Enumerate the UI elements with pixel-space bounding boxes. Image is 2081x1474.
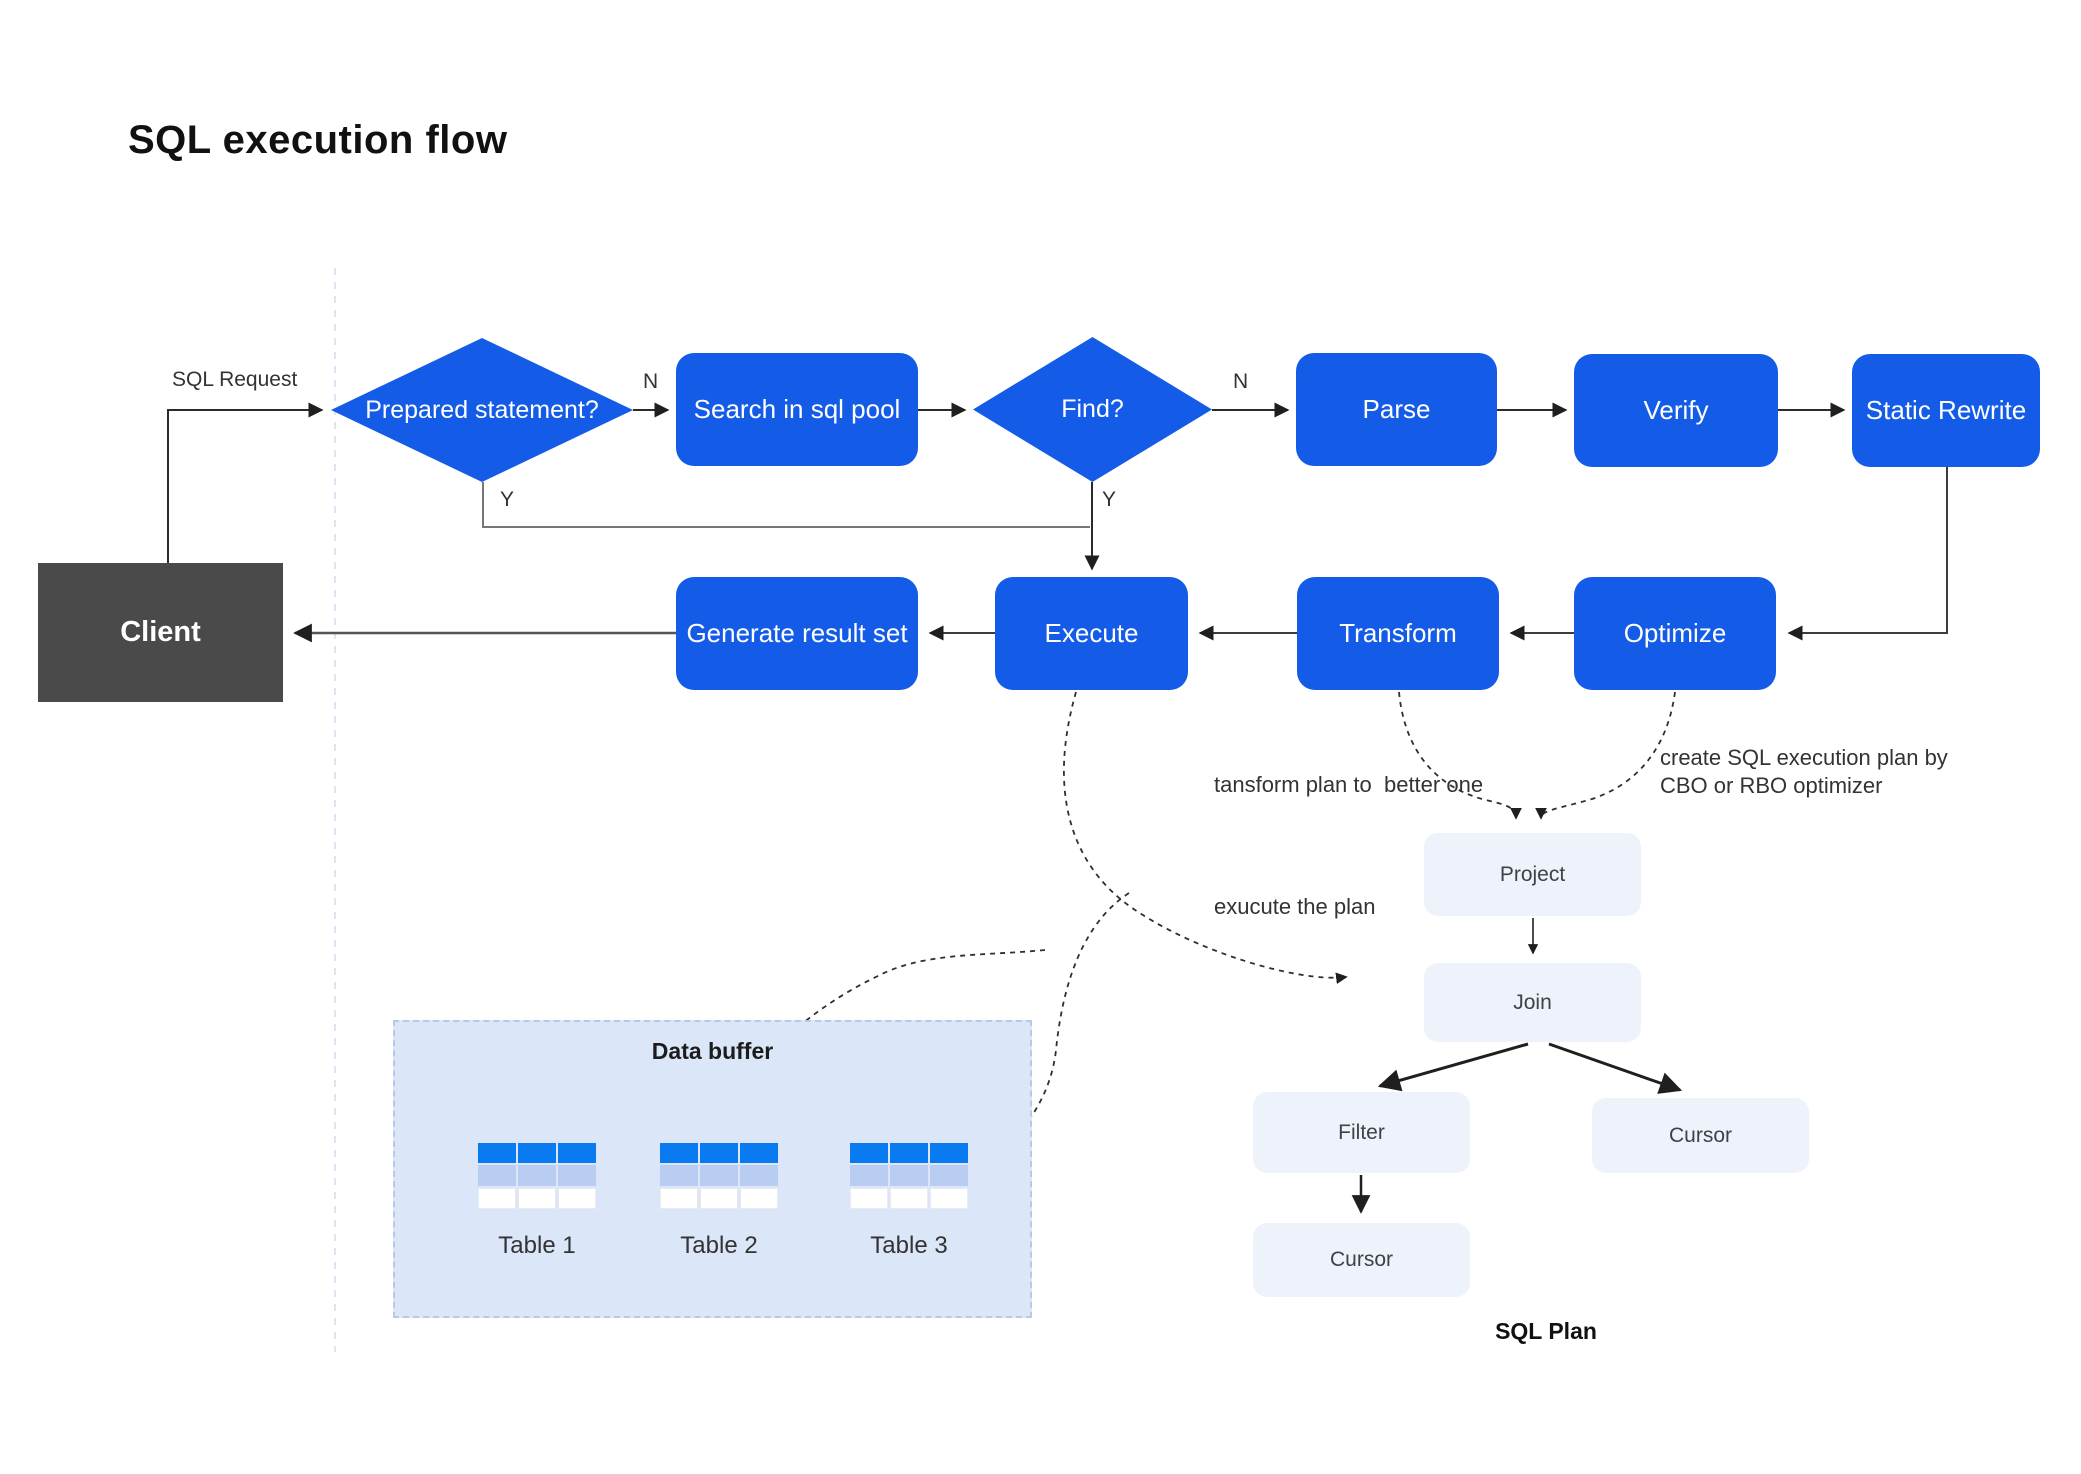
table-cell — [740, 1188, 778, 1209]
plan-node-filter: Filter — [1253, 1092, 1470, 1173]
table-cell — [660, 1165, 698, 1186]
table-cell — [478, 1165, 516, 1186]
table-cell — [558, 1165, 596, 1186]
table-cell — [478, 1188, 516, 1209]
table-cell — [890, 1143, 928, 1163]
table-cell — [740, 1165, 778, 1186]
plan-node-join: Join — [1424, 963, 1641, 1042]
plan-node-project: Project — [1424, 833, 1641, 916]
process-optimize: Optimize — [1574, 577, 1776, 690]
plan-node-cursor-right: Cursor — [1592, 1098, 1809, 1173]
buffer-table-3 — [850, 1143, 968, 1211]
process-transform: Transform — [1297, 577, 1499, 690]
branch-label-y-find: Y — [1102, 488, 1117, 511]
plan-node-cursor-left: Cursor — [1253, 1223, 1470, 1297]
table-cell — [700, 1188, 738, 1209]
data-buffer-title: Data buffer — [651, 1038, 774, 1064]
table-cell — [850, 1188, 888, 1209]
annotation-optimize-note: create SQL execution plan by CBO or RBO … — [1660, 745, 1948, 798]
table-cell — [700, 1143, 738, 1163]
table-cell — [478, 1143, 516, 1163]
branch-label-n-prepared: N — [643, 370, 659, 393]
table-cell — [850, 1165, 888, 1186]
table-cell — [850, 1143, 888, 1163]
process-verify: Verify — [1574, 354, 1778, 467]
sql-plan-title: SQL Plan — [1495, 1318, 1597, 1344]
client-box: Client — [38, 563, 283, 702]
buffer-table-1-label: Table 1 — [498, 1232, 576, 1259]
branch-label-y-prepared: Y — [500, 488, 515, 511]
decision-find: Find? — [973, 337, 1212, 482]
buffer-table-1 — [478, 1143, 596, 1211]
table-cell — [930, 1188, 968, 1209]
table-cell — [890, 1165, 928, 1186]
process-execute: Execute — [995, 577, 1188, 690]
process-static-rewrite: Static Rewrite — [1852, 354, 2040, 467]
branch-label-n-find: N — [1233, 370, 1249, 393]
decision-prepared-statement: Prepared statement? — [331, 338, 633, 482]
table-cell — [518, 1165, 556, 1186]
buffer-table-2 — [660, 1143, 778, 1211]
table-cell — [890, 1188, 928, 1209]
buffer-table-2-label: Table 2 — [680, 1232, 758, 1259]
process-generate-result-set: Generate result set — [676, 577, 918, 690]
table-cell — [740, 1143, 778, 1163]
table-cell — [660, 1143, 698, 1163]
table-cell — [558, 1188, 596, 1209]
table-cell — [518, 1188, 556, 1209]
table-cell — [930, 1165, 968, 1186]
table-cell — [558, 1143, 596, 1163]
page-title: SQL execution flow — [128, 118, 508, 162]
annotation-execute-note: exucute the plan — [1214, 894, 1376, 919]
annotation-transform-note: tansform plan to better one — [1214, 772, 1484, 797]
table-cell — [518, 1143, 556, 1163]
buffer-table-3-label: Table 3 — [870, 1232, 948, 1259]
process-search-in-sql-pool: Search in sql pool — [676, 353, 918, 466]
table-cell — [930, 1143, 968, 1163]
sql-request-label: SQL Request — [172, 368, 298, 391]
table-cell — [660, 1188, 698, 1209]
process-parse: Parse — [1296, 353, 1497, 466]
table-cell — [700, 1165, 738, 1186]
